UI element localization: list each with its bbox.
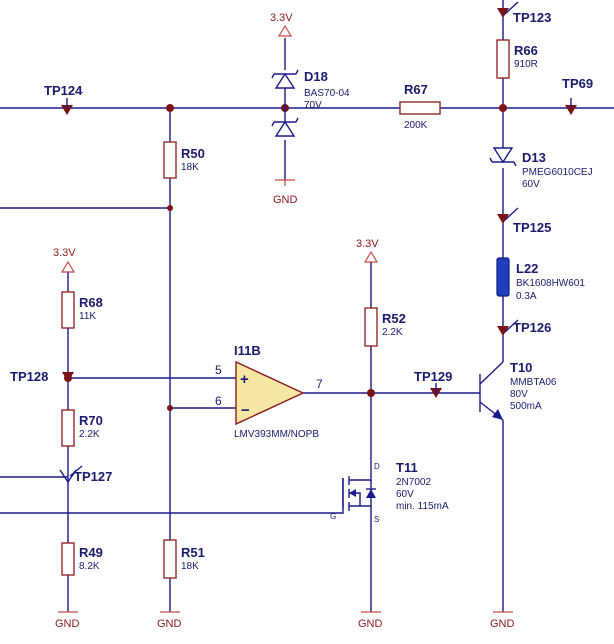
svg-text:−: −	[241, 402, 250, 419]
svg-text:60V: 60V	[522, 179, 540, 190]
mosfet-t11[interactable]: D G S T11 2N7002 60V min. 115mA	[330, 458, 449, 524]
power-3v3-r52: 3.3V	[356, 238, 379, 263]
svg-text:60V: 60V	[396, 489, 414, 500]
diode-d13[interactable]: D13 PMEG6010CEJ 60V	[489, 147, 593, 190]
svg-text:min. 115mA: min. 115mA	[396, 501, 449, 512]
svg-text:TP125: TP125	[513, 220, 551, 235]
resistor-r66[interactable]: R66 910R	[496, 39, 538, 79]
svg-text:BK1608HW601: BK1608HW601	[516, 278, 585, 289]
svg-text:2.2K: 2.2K	[79, 429, 100, 440]
svg-text:TP128: TP128	[10, 369, 48, 384]
diode-d18[interactable]: D18 BAS70-04 70V	[271, 69, 350, 137]
svg-text:200K: 200K	[404, 120, 428, 131]
test-point-tp128[interactable]: TP128	[10, 369, 74, 384]
svg-text:LMV393MM/NOPB: LMV393MM/NOPB	[234, 429, 319, 440]
svg-text:L22: L22	[516, 261, 538, 276]
resistor-r51[interactable]: R51 18K	[163, 539, 205, 579]
svg-text:GND: GND	[55, 618, 80, 630]
junctions	[64, 104, 507, 411]
ground-r51: GND	[157, 611, 182, 630]
ground-t10: GND	[490, 611, 515, 630]
svg-text:G: G	[330, 512, 336, 521]
test-point-tp124[interactable]: TP124	[44, 83, 83, 115]
resistor-r50[interactable]: R50 18K	[163, 141, 205, 179]
ground-d18: GND	[273, 179, 298, 206]
svg-text:3.3V: 3.3V	[270, 12, 293, 24]
svg-text:0.3A: 0.3A	[516, 291, 537, 302]
svg-text:500mA: 500mA	[510, 401, 542, 412]
ground-r49: GND	[55, 611, 80, 630]
svg-text:T10: T10	[510, 360, 532, 375]
svg-text:R68: R68	[79, 295, 103, 310]
ground-t11: GND	[358, 611, 383, 630]
svg-text:R67: R67	[404, 82, 428, 97]
svg-text:D18: D18	[304, 69, 328, 84]
svg-text:TP69: TP69	[562, 76, 593, 91]
svg-text:TP129: TP129	[414, 369, 452, 384]
inductor-l22[interactable]: L22 BK1608HW601 0.3A	[496, 257, 585, 302]
svg-text:R66: R66	[514, 43, 538, 58]
test-point-tp129[interactable]: TP129	[414, 369, 452, 398]
svg-text:5: 5	[215, 363, 222, 377]
svg-text:GND: GND	[273, 194, 298, 206]
test-point-tp125[interactable]: TP125	[497, 207, 551, 235]
svg-text:TP124: TP124	[44, 83, 83, 98]
svg-text:R49: R49	[79, 545, 103, 560]
junction-dot	[167, 405, 173, 411]
junction-dot	[167, 205, 173, 211]
svg-text:GND: GND	[157, 618, 182, 630]
power-3v3-d18: 3.3V	[270, 12, 293, 37]
svg-text:2.2K: 2.2K	[382, 327, 403, 338]
test-point-tp123[interactable]: TP123	[497, 1, 551, 25]
svg-text:R70: R70	[79, 413, 103, 428]
resistor-r67[interactable]: R67 200K	[399, 82, 441, 131]
svg-text:+: +	[240, 371, 249, 388]
junction-dot	[499, 104, 507, 112]
svg-text:R52: R52	[382, 311, 406, 326]
svg-text:3.3V: 3.3V	[356, 238, 379, 250]
junction-dot	[367, 389, 375, 397]
svg-text:MMBTA06: MMBTA06	[510, 377, 557, 388]
resistor-r68[interactable]: R68 11K	[61, 291, 103, 329]
svg-text:BAS70-04: BAS70-04	[304, 88, 350, 99]
test-point-tp127[interactable]: TP127	[59, 465, 112, 484]
svg-text:TP123: TP123	[513, 10, 551, 25]
svg-text:7: 7	[316, 377, 323, 391]
svg-text:6: 6	[215, 394, 222, 408]
resistor-r52[interactable]: R52 2.2K	[364, 307, 406, 347]
svg-text:8.2K: 8.2K	[79, 561, 100, 572]
svg-text:GND: GND	[490, 618, 515, 630]
power-3v3-r68: 3.3V	[53, 247, 76, 273]
svg-text:18K: 18K	[181, 561, 199, 572]
resistor-r70[interactable]: R70 2.2K	[61, 409, 103, 447]
test-point-tp69[interactable]: TP69	[562, 76, 593, 115]
svg-text:R51: R51	[181, 545, 205, 560]
svg-text:D: D	[374, 462, 380, 471]
junction-dot	[166, 104, 174, 112]
comparator-i11b[interactable]: + − I11B 5 6 7 LMV393MM/NOPB	[215, 343, 323, 440]
svg-text:18K: 18K	[181, 162, 199, 173]
svg-text:T11: T11	[396, 460, 418, 475]
svg-text:I11B: I11B	[234, 343, 261, 358]
svg-text:S: S	[374, 515, 379, 524]
svg-text:11K: 11K	[79, 311, 96, 322]
test-point-tp126[interactable]: TP126	[497, 319, 551, 336]
svg-text:TP126: TP126	[513, 320, 551, 335]
svg-text:PMEG6010CEJ: PMEG6010CEJ	[522, 167, 593, 178]
svg-text:2N7002: 2N7002	[396, 477, 431, 488]
svg-text:70V: 70V	[304, 100, 322, 111]
svg-text:3.3V: 3.3V	[53, 247, 76, 259]
resistor-r49[interactable]: R49 8.2K	[61, 542, 103, 576]
svg-text:TP127: TP127	[74, 469, 112, 484]
svg-text:80V: 80V	[510, 389, 528, 400]
svg-text:R50: R50	[181, 146, 205, 161]
svg-text:910R: 910R	[514, 59, 538, 70]
svg-text:GND: GND	[358, 618, 383, 630]
svg-text:D13: D13	[522, 150, 546, 165]
transistor-t10[interactable]: T10 MMBTA06 80V 500mA	[479, 360, 557, 421]
